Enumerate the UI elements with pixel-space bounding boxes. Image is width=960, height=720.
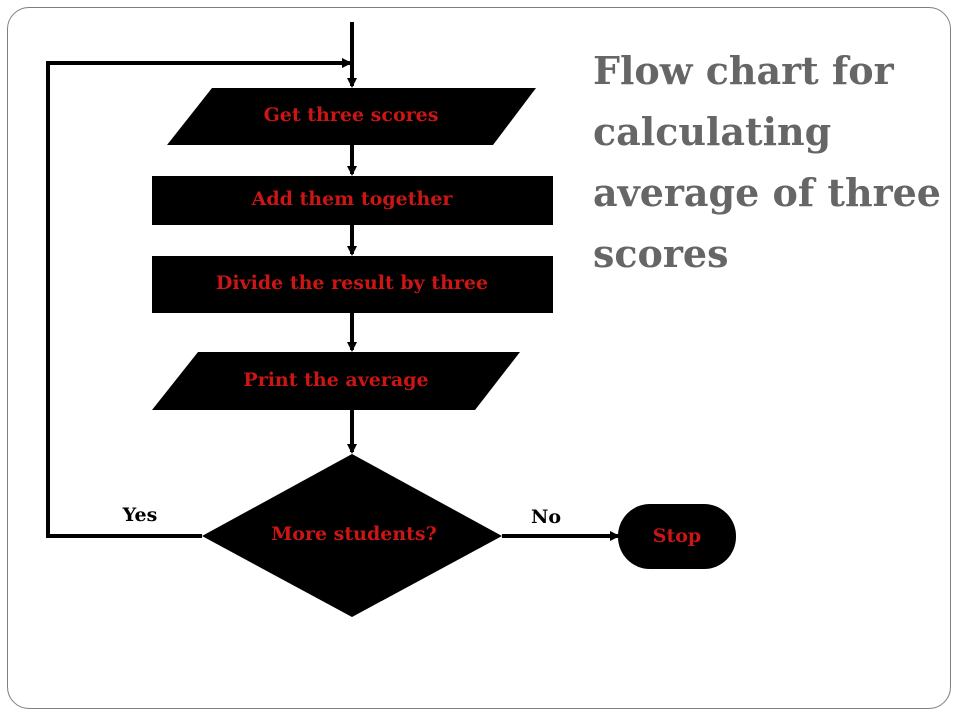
input-node-shape <box>167 88 536 145</box>
process-node-add <box>152 176 553 225</box>
process-divide-label: Divide the result by three <box>216 272 488 294</box>
terminal-node-label: Stop <box>653 525 701 547</box>
terminal-node-stop <box>618 504 736 569</box>
output-node-label: Print the average <box>243 369 428 391</box>
output-node-shape <box>152 352 520 410</box>
decision-node-label: More students? <box>271 523 437 545</box>
slide-frame <box>7 7 951 709</box>
branch-label-yes: Yes <box>122 504 158 526</box>
loop-connector-yes <box>46 58 352 538</box>
input-node-label: Get three scores <box>264 104 439 126</box>
process-add-label: Add them together <box>251 188 454 210</box>
process-node-divide <box>152 256 553 313</box>
branch-label-no: No <box>531 506 561 528</box>
decision-node-shape <box>202 454 502 617</box>
slide-title: Flow chart for calculating average of th… <box>593 48 941 276</box>
